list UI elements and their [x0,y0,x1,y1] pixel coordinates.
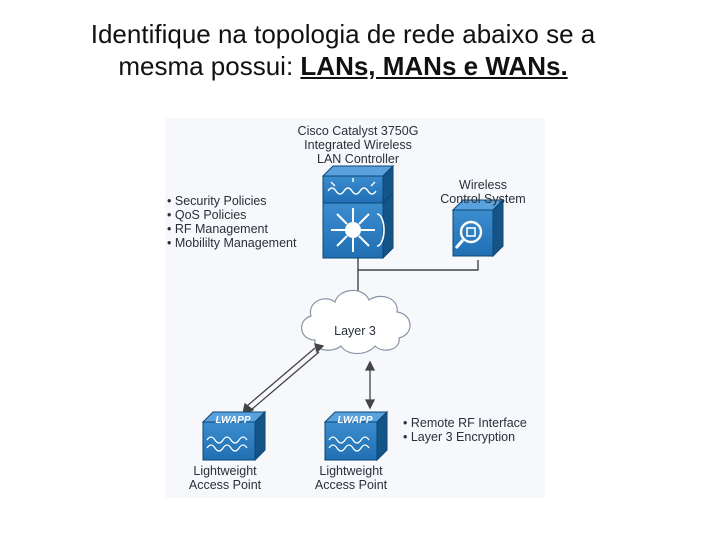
ap-label-line: Access Point [314,478,388,492]
feature-item: QoS Policies [167,208,296,222]
diagram-graphics [201,164,505,462]
controller-label-line: LAN Controller [317,152,399,166]
lightweight-ap-left-icon [201,410,267,462]
controller-label-line: Cisco Catalyst 3750G [297,124,419,138]
lwapp-tag-left: LWAPP [215,415,251,426]
ap-label-line: Access Point [188,478,262,492]
wcs-label-line: Control System [440,192,526,206]
controller-feature-list: Security Policies QoS Policies RF Manage… [167,194,297,250]
feature-item: Remote RF Interface [403,416,527,430]
feature-item: Security Policies [167,194,296,208]
layer3-cloud [301,289,411,355]
feature-item: Layer 3 Encryption [403,430,527,444]
ap-feature-list: Remote RF Interface Layer 3 Encryption [403,416,527,444]
title-emphasis: LANs, MANs e WANs. [300,51,568,81]
wireless-control-system-icon [451,198,505,258]
controller-label-line: Integrated Wireless [304,138,412,152]
slide-title: Identifique na topologia de rede abaixo … [0,18,686,82]
ap-left-label: Lightweight Access Point [175,464,275,492]
cloud-to-ap-links [242,343,376,416]
ap-label-line: Lightweight [319,464,383,478]
feature-item: Mobililty Management [167,236,297,250]
wcs-label-line: Wireless [459,178,507,192]
controller-label: Cisco Catalyst 3750G Integrated Wireless… [283,124,433,166]
title-line-1: Identifique na topologia de rede abaixo … [90,19,596,49]
ap-right-label: Lightweight Access Point [301,464,401,492]
lwapp-tag-right: LWAPP [337,415,373,426]
network-topology-diagram: Cisco Catalyst 3750G Integrated Wireless… [165,118,545,498]
feature-item: RF Management [167,222,296,236]
lightweight-ap-right-icon [323,410,389,462]
cloud-label: Layer 3 [334,324,376,338]
link-lines [357,258,479,298]
lan-controller-icon [321,164,395,260]
title-line-2: mesma possui: LANs, MANs e WANs. [0,50,686,82]
wcs-label: Wireless Control System [427,178,539,206]
title-line-2-prefix: mesma possui: [118,51,301,81]
controller-to-wcs-link [357,258,479,271]
ap-label-line: Lightweight [193,464,257,478]
